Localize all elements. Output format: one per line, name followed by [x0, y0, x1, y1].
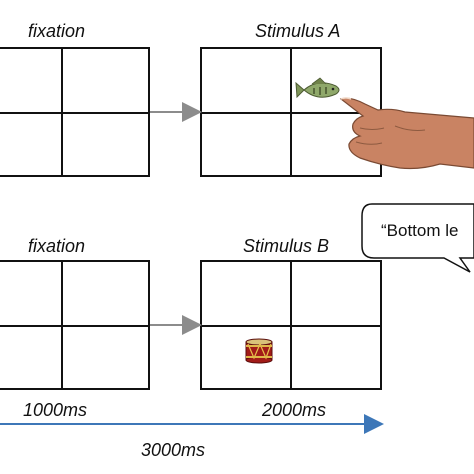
pointing-hand-icon: [339, 97, 474, 170]
speech-bubble: [361, 203, 474, 273]
stimulus-duration-label: 2000ms: [262, 400, 327, 420]
fixation-grid-b: [0, 260, 150, 390]
fish-icon: [295, 77, 340, 99]
fixation-label-a: fixation: [28, 21, 86, 41]
fixation-duration-label: 1000ms: [23, 400, 88, 420]
fixation-label-b: fixation: [28, 236, 86, 256]
speech-bubble-text: “Bottom le: [381, 221, 459, 240]
total-duration-label: 3000ms: [141, 440, 206, 460]
stimulus-a-label: Stimulus A: [255, 21, 341, 41]
fixation-grid-a: [0, 47, 150, 177]
stimulus-b-label: Stimulus B: [243, 236, 330, 256]
drum-icon: [245, 338, 273, 364]
